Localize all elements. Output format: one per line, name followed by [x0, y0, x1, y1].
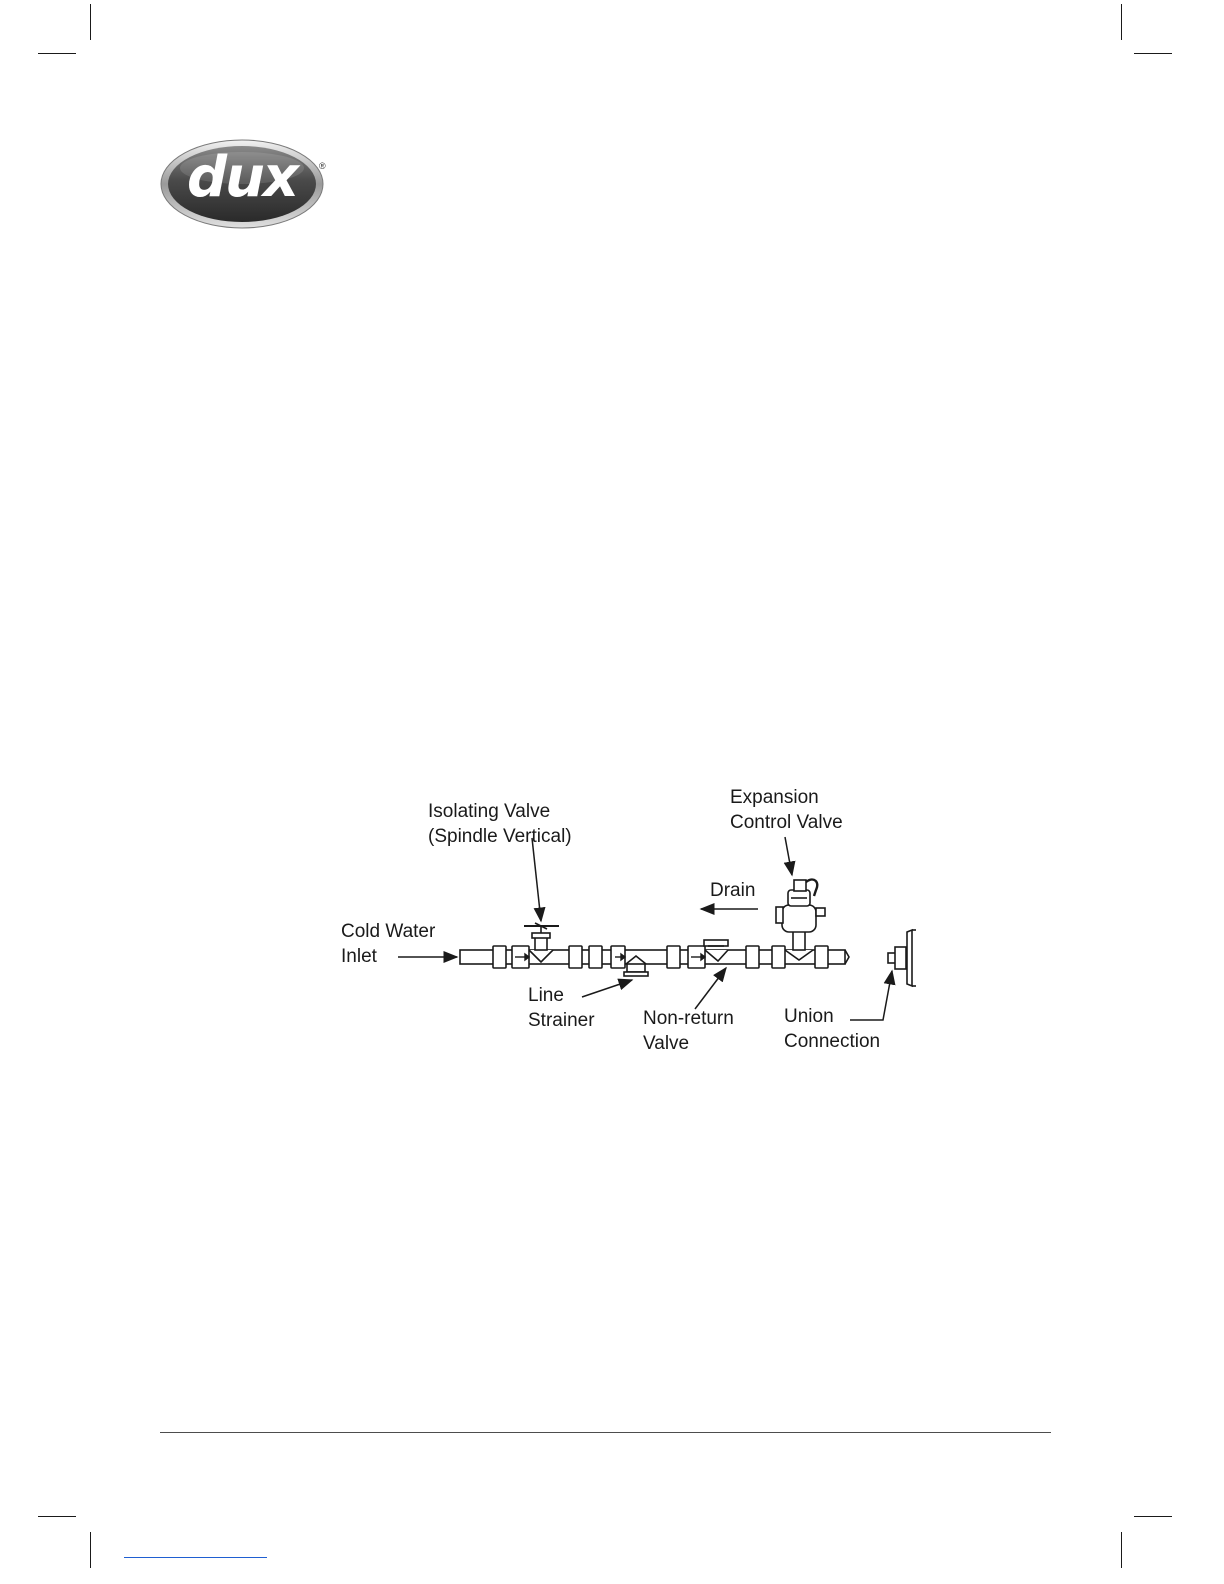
label-non-return-line1: Non-return	[643, 1008, 734, 1029]
label-non-return-line2: Valve	[643, 1033, 689, 1054]
crop-mark-top-left-horizontal	[38, 53, 76, 54]
crop-mark-bottom-right-vertical	[1121, 1532, 1122, 1568]
crop-mark-bottom-right-horizontal	[1134, 1516, 1172, 1517]
crop-mark-top-left-vertical	[90, 4, 91, 40]
label-line-strainer-line2: Strainer	[528, 1010, 595, 1031]
label-isolating-valve-line1: Isolating Valve	[428, 801, 550, 822]
crop-mark-bottom-left-vertical	[90, 1532, 91, 1568]
logo-wordmark: dux	[160, 148, 324, 208]
registered-mark: ®	[319, 161, 326, 171]
dux-logo: dux ®	[160, 138, 332, 230]
label-isolating-valve-line2: (Spindle Vertical)	[428, 826, 572, 847]
union-connection-icon	[888, 930, 916, 986]
label-expansion-valve-line1: Expansion	[730, 787, 819, 808]
label-cold-water-line1: Cold Water	[341, 921, 436, 942]
label-expansion-valve-line2: Control Valve	[730, 812, 843, 833]
label-cold-water-line2: Inlet	[341, 946, 378, 967]
leader-arrows	[398, 837, 892, 1020]
label-union-line2: Connection	[784, 1031, 880, 1052]
label-drain: Drain	[710, 880, 755, 901]
crop-mark-bottom-left-horizontal	[38, 1516, 76, 1517]
cold-water-inlet-diagram: Isolating Valve (Spindle Vertical) Expan…	[330, 780, 930, 1070]
label-line-strainer-line1: Line	[528, 985, 564, 1006]
label-union-line1: Union	[784, 1006, 834, 1027]
footer-divider	[160, 1432, 1051, 1433]
footer-link-underline	[124, 1557, 267, 1558]
crop-mark-top-right-horizontal	[1134, 53, 1172, 54]
crop-mark-top-right-vertical	[1121, 4, 1122, 40]
